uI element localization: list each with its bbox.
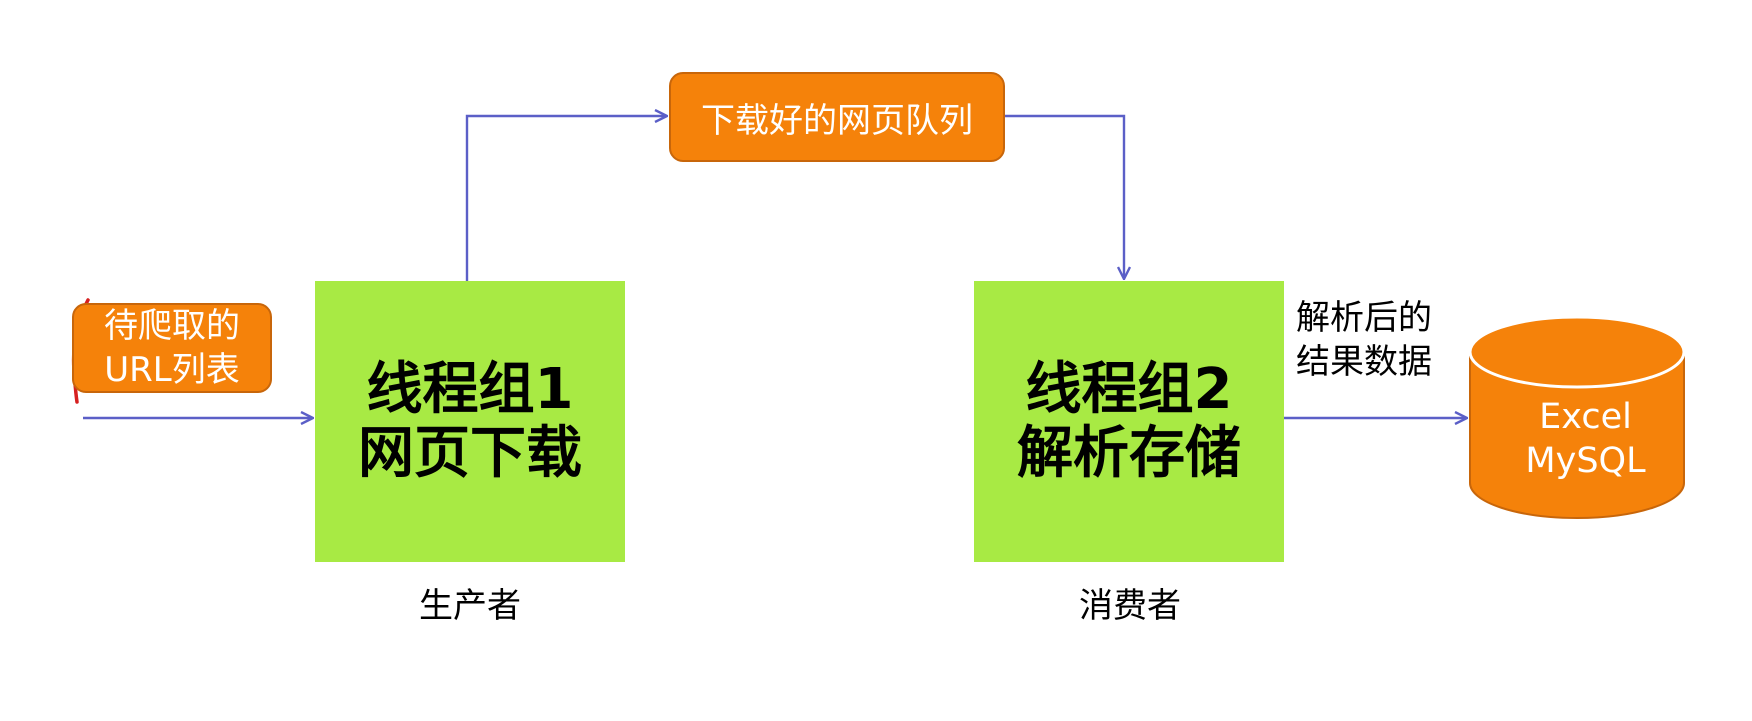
database-cylinder: [1468, 315, 1686, 519]
arrow-queue-to-group2: [1005, 114, 1124, 278]
consumer-label: 消费者: [1079, 586, 1181, 626]
parsed-result-line-1: 解析后的: [1296, 298, 1432, 338]
thread-group-1-node: 线程组1 网页下载: [315, 281, 625, 562]
producer-label: 生产者: [419, 586, 521, 626]
database-line-1: Excel: [1539, 397, 1632, 437]
thread-group-2-title: 线程组2: [1025, 356, 1233, 422]
arrow-group1-to-queue: [465, 116, 666, 281]
page-queue-label: 下载好的网页队列: [701, 100, 973, 141]
url-list-line-1: 待爬取的: [104, 306, 240, 346]
parsed-result-label: 解析后的 结果数据: [1296, 296, 1466, 384]
database-line-2: MySQL: [1525, 441, 1646, 481]
url-list-node: 待爬取的 URL列表: [72, 303, 272, 393]
thread-group-2-node: 线程组2 解析存储: [974, 281, 1284, 562]
page-queue-node: 下载好的网页队列: [669, 72, 1005, 162]
parsed-result-line-2: 结果数据: [1296, 342, 1432, 382]
thread-group-1-title: 线程组1: [366, 356, 574, 422]
thread-group-2-subtitle: 解析存储: [1017, 420, 1241, 486]
thread-group-1-subtitle: 网页下载: [358, 420, 582, 486]
url-list-line-2: URL列表: [104, 350, 240, 390]
database-label: Excel MySQL: [1478, 395, 1693, 483]
